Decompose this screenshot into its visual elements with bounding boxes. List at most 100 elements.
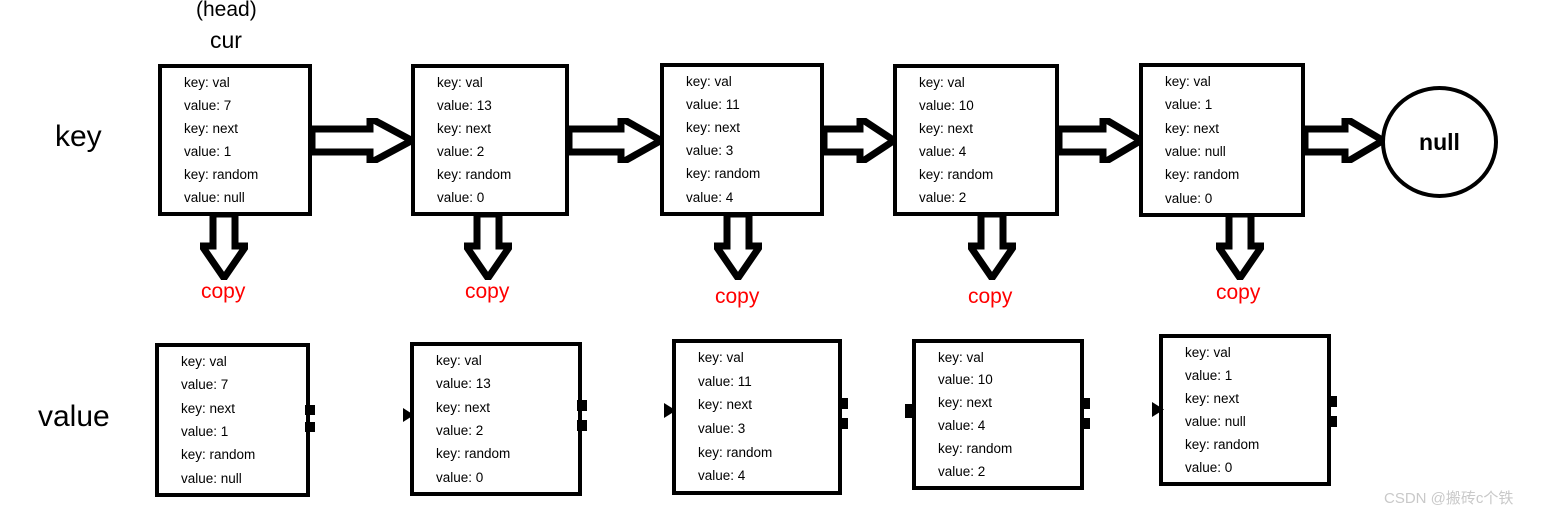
node-field-list: key: val value: 1 key: next value: null … xyxy=(1143,67,1301,213)
node-field-list: key: val value: 1 key: next value: null … xyxy=(1163,338,1327,482)
node-row: key: random xyxy=(698,444,773,460)
copy-node-4[interactable]: key: val value: 1 key: next value: null … xyxy=(1159,334,1331,486)
node-row: key: val xyxy=(437,74,483,90)
original-node-3[interactable]: key: val value: 10 key: next value: 4 ke… xyxy=(893,64,1059,216)
node-row: value: 4 xyxy=(698,468,746,484)
head-label: (head) xyxy=(196,0,257,21)
copy-node-2-left-stub xyxy=(664,403,677,418)
copy-node-2-right-stub xyxy=(838,398,850,430)
node-row: key: val xyxy=(436,352,482,368)
node-row: key: val xyxy=(181,353,227,369)
node-row: value: null xyxy=(1165,143,1226,159)
node-row: value: 10 xyxy=(919,97,974,113)
null-label: null xyxy=(1419,128,1460,155)
node-row: value: 0 xyxy=(436,469,484,485)
node-row: key: next xyxy=(686,120,741,136)
copy-arrow-1 xyxy=(459,210,517,285)
copy-node-0[interactable]: key: val value: 7 key: next value: 1 key… xyxy=(155,343,310,497)
node-row: value: 1 xyxy=(184,143,232,159)
copy-arrow-0 xyxy=(195,210,253,285)
node-row: key: random xyxy=(938,440,1013,456)
node-row: value: 2 xyxy=(938,463,986,479)
node-row: value: 4 xyxy=(686,189,734,205)
node-row: key: random xyxy=(436,446,511,462)
node-row: key: val xyxy=(698,350,744,366)
node-row: value: 4 xyxy=(938,418,986,434)
node-row: key: val xyxy=(938,349,984,365)
node-row: value: 13 xyxy=(436,376,491,392)
node-row: value: 1 xyxy=(1185,367,1233,383)
copy-node-2[interactable]: key: val value: 11 key: next value: 3 ke… xyxy=(672,339,842,495)
node-row: key: next xyxy=(1185,390,1240,406)
csdn-watermark: CSDN @搬砖c个铁 xyxy=(1384,490,1514,507)
copy-node-3-left-stub xyxy=(905,404,915,418)
node-field-list: key: val value: 11 key: next value: 3 ke… xyxy=(664,67,820,212)
copy-label-0: copy xyxy=(201,280,246,303)
node-field-list: key: val value: 7 key: next value: 1 key… xyxy=(162,68,308,212)
original-node-1[interactable]: key: val value: 13 key: next value: 2 ke… xyxy=(411,64,569,216)
node-row: key: val xyxy=(1165,73,1211,89)
node-field-list: key: val value: 10 key: next value: 4 ke… xyxy=(916,343,1080,486)
node-field-list: key: val value: 13 key: next value: 2 ke… xyxy=(414,346,578,492)
copy-node-1-right-stub xyxy=(577,400,589,432)
node-row: key: val xyxy=(184,74,230,90)
node-field-list: key: val value: 7 key: next value: 1 key… xyxy=(159,347,306,493)
node-row: value: 7 xyxy=(181,377,229,393)
copy-node-4-right-stub xyxy=(1327,396,1339,428)
copy-node-0-right-stub xyxy=(305,405,317,433)
node-row: value: null xyxy=(184,189,245,205)
copy-node-1[interactable]: key: val value: 13 key: next value: 2 ke… xyxy=(410,342,582,496)
row-label-key: key xyxy=(55,120,102,153)
node-row: key: next xyxy=(437,120,492,136)
node-row: value: null xyxy=(181,470,242,486)
node-row: value: 3 xyxy=(686,143,734,159)
node-field-list: key: val value: 11 key: next value: 3 ke… xyxy=(676,343,838,491)
copy-node-3[interactable]: key: val value: 10 key: next value: 4 ke… xyxy=(912,339,1084,490)
node-row: key: next xyxy=(938,395,993,411)
node-row: value: 2 xyxy=(436,422,484,438)
original-node-2[interactable]: key: val value: 11 key: next value: 3 ke… xyxy=(660,63,824,216)
null-terminator-node: null xyxy=(1381,86,1498,198)
copy-label-2: copy xyxy=(715,285,760,308)
node-row: key: random xyxy=(1165,167,1240,183)
node-row: value: 3 xyxy=(698,421,746,437)
copy-node-4-left-stub xyxy=(1152,402,1165,417)
node-row: key: random xyxy=(686,166,761,182)
node-row: value: 1 xyxy=(181,423,229,439)
node-row: key: next xyxy=(184,120,239,136)
node-row: key: next xyxy=(1165,120,1220,136)
node-row: value: 10 xyxy=(938,372,993,388)
next-arrow-3-to-4 xyxy=(1055,111,1148,170)
copy-node-3-right-stub xyxy=(1080,398,1092,430)
copy-label-1: copy xyxy=(465,280,510,303)
next-arrow-4-to-null xyxy=(1301,111,1390,170)
node-row: value: 2 xyxy=(437,143,485,159)
node-row: key: random xyxy=(919,166,994,182)
node-row: key: val xyxy=(919,74,965,90)
original-node-4[interactable]: key: val value: 1 key: next value: null … xyxy=(1139,63,1305,217)
node-row: value: 7 xyxy=(184,97,232,113)
original-node-0[interactable]: key: val value: 7 key: next value: 1 key… xyxy=(158,64,312,216)
node-row: key: random xyxy=(1185,436,1260,452)
node-row: key: next xyxy=(436,399,491,415)
node-row: value: null xyxy=(1185,413,1246,429)
next-arrow-2-to-3 xyxy=(820,111,901,170)
node-row: key: random xyxy=(437,166,512,182)
next-arrow-0-to-1 xyxy=(308,112,420,169)
copy-label-4: copy xyxy=(1216,281,1261,304)
next-arrow-1-to-2 xyxy=(565,112,669,169)
node-row: value: 4 xyxy=(919,143,967,159)
node-row: value: 2 xyxy=(919,189,967,205)
node-row: key: random xyxy=(184,166,259,182)
copy-arrow-3 xyxy=(963,210,1021,285)
node-row: value: 11 xyxy=(698,373,752,389)
node-field-list: key: val value: 10 key: next value: 4 ke… xyxy=(897,68,1055,212)
node-row: value: 0 xyxy=(1185,459,1233,475)
copy-arrow-2 xyxy=(709,210,767,285)
node-row: key: next xyxy=(698,397,753,413)
node-row: value: 0 xyxy=(1165,190,1213,206)
node-row: value: 11 xyxy=(686,96,740,112)
node-field-list: key: val value: 13 key: next value: 2 ke… xyxy=(415,68,565,212)
cur-pointer-label: cur xyxy=(210,27,242,53)
